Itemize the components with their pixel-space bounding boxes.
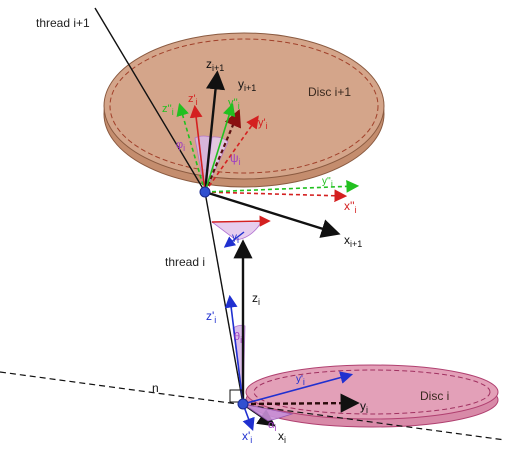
axis-z-upper [203,70,226,193]
label-z-prime-lower: z'i [206,309,216,325]
axis-y-dprime-upper [204,102,236,193]
axis-y-upper [203,108,242,193]
label-z-lower: zi [252,291,260,307]
label-y-lower: yi [360,399,368,415]
label-x-prime-lower: x'i [242,429,252,445]
axis-z-prime-lower [224,294,244,405]
disc-lower [245,364,499,428]
label-alpha: αi [268,419,276,433]
label-theta: θi [234,331,242,345]
label-x-upper: xi+1 [344,233,362,249]
label-y-prime-upper: y'i [258,117,268,131]
label-x-dprime-upper: x''i [344,199,357,215]
label-thread-upper: thread i+1 [36,16,90,30]
thread-lower-line [204,191,244,405]
label-disc-upper: Disc i+1 [308,85,351,99]
gamma-blue-arrow [223,231,245,248]
label-gamma: γi [232,232,239,245]
label-psi: ψi [230,151,241,167]
axis-x-dprime-upper [204,189,348,203]
right-angle-marker [229,389,243,403]
label-z-upper: zi+1 [206,57,224,73]
label-x-lower: xi [278,429,286,445]
axis-y-lower [242,393,360,413]
axis-y-prime-upper [204,115,259,193]
label-disc-lower: Disc i [420,389,449,403]
label-y-prime-lower: y'i [296,374,305,387]
node-lower [237,398,249,410]
label-z-dprime-upper: z''i [162,103,174,117]
label-y-dprime-green: y''i [322,176,333,189]
axis-y-prime-lower [242,371,354,405]
angle-alpha-wedge [242,403,294,422]
label-z-prime-upper: z'i [188,93,198,107]
label-n: n [152,381,159,395]
label-phi: φi [176,139,185,153]
axis-z-dprime-upper [176,102,206,193]
label-y-upper: yi+1 [238,77,256,93]
gamma-ref-line [211,215,271,227]
node-upper [199,186,211,198]
label-y-dprime-upper: y''i [228,97,240,111]
axis-x-upper [204,190,341,238]
disc-upper [103,32,385,188]
thread-upper-line [94,7,206,193]
label-thread-lower: thread i [165,255,205,269]
axis-z-prime-upper [189,104,206,193]
